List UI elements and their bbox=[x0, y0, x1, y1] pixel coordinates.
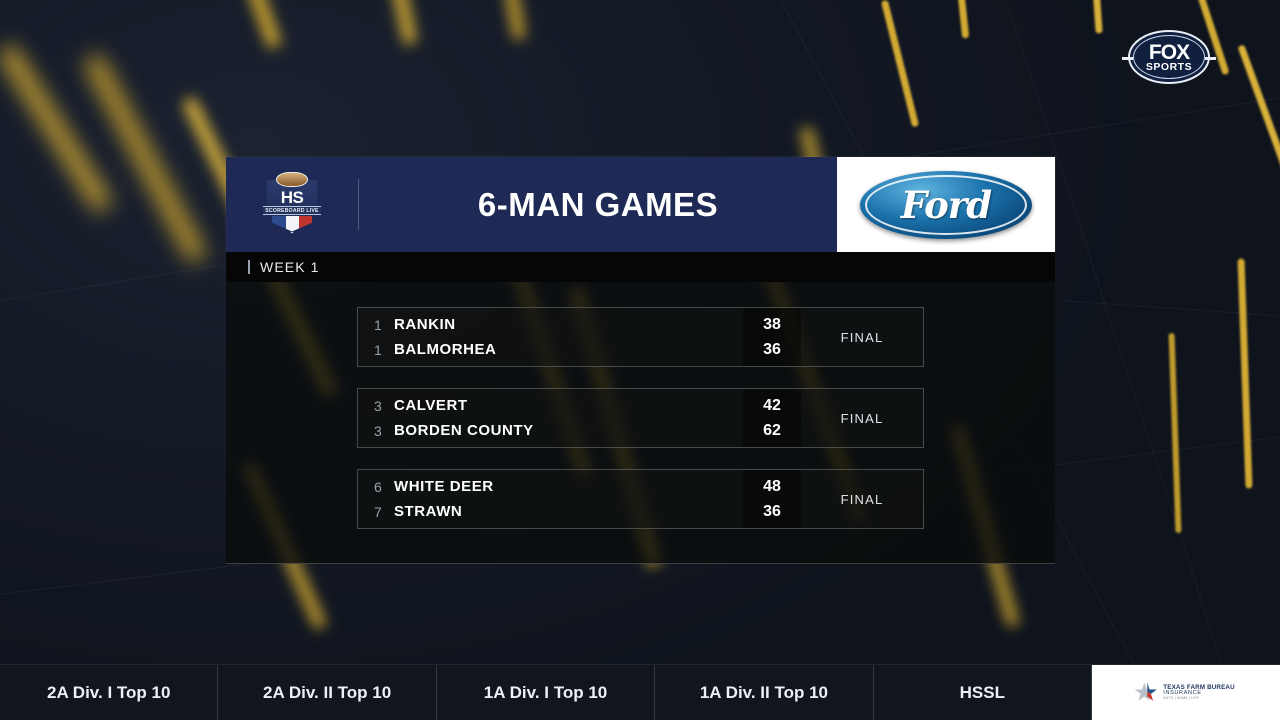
scoreboard-card: HS SCOREBOARD LIVE 6-MAN GAMES Ford WEEK… bbox=[226, 157, 1055, 564]
tab-1a-div-i-top-10[interactable]: 1A Div. I Top 10 bbox=[437, 665, 656, 720]
fox-line-1: FOX bbox=[1148, 40, 1190, 64]
game-status: FINAL bbox=[801, 470, 923, 528]
team-row-away: 3 CALVERT bbox=[374, 396, 743, 416]
crest-icon: HS SCOREBOARD LIVE bbox=[254, 171, 330, 238]
texas-farm-bureau-logo: TEXAS FARM BUREAU INSURANCE AUTO | HOME … bbox=[1134, 682, 1235, 703]
hs-scoreboard-live-logo: HS SCOREBOARD LIVE bbox=[226, 157, 358, 252]
tab-label: 2A Div. II Top 10 bbox=[263, 682, 392, 702]
sponsor-line-2: INSURANCE bbox=[1163, 690, 1202, 697]
team-name: STRAWN bbox=[394, 503, 463, 520]
light-streak bbox=[362, 0, 418, 46]
week-accent-tick bbox=[248, 260, 250, 274]
game-row[interactable]: 3 CALVERT 3 BORDEN COUNTY 42 62 FINAL bbox=[357, 388, 924, 448]
team-score: 36 bbox=[763, 502, 781, 520]
light-streak bbox=[880, 0, 920, 128]
light-streak bbox=[1087, 0, 1103, 34]
team-score: 62 bbox=[763, 421, 781, 439]
game-status: FINAL bbox=[801, 389, 923, 447]
week-bar: WEEK 1 bbox=[226, 252, 1055, 282]
crest-initials: HS bbox=[280, 187, 304, 207]
fox-bar-right bbox=[1205, 57, 1216, 60]
sponsor-wordmark: TEXAS FARM BUREAU INSURANCE AUTO | HOME … bbox=[1163, 683, 1235, 701]
light-streak bbox=[217, 0, 283, 50]
team-rank: 3 bbox=[374, 397, 382, 414]
fox-bar-left bbox=[1122, 57, 1133, 60]
game-scores: 38 36 bbox=[743, 308, 801, 366]
team-rank: 1 bbox=[374, 316, 382, 333]
light-streak bbox=[83, 52, 207, 265]
tab-label: 1A Div. I Top 10 bbox=[483, 682, 608, 702]
team-row-away: 1 RANKIN bbox=[374, 315, 743, 335]
texas-flag-icon bbox=[272, 215, 312, 232]
team-rank: 1 bbox=[374, 341, 382, 358]
team-score: 36 bbox=[763, 340, 781, 358]
page-title-text: 6-MAN GAMES bbox=[477, 185, 719, 223]
game-status: FINAL bbox=[801, 308, 923, 366]
game-status-text: FINAL bbox=[840, 410, 884, 426]
team-rank: 7 bbox=[374, 503, 382, 520]
team-score: 38 bbox=[763, 315, 781, 333]
game-status-text: FINAL bbox=[840, 491, 884, 507]
team-score: 48 bbox=[763, 477, 781, 495]
texas-farm-bureau-sponsor: TEXAS FARM BUREAU INSURANCE AUTO | HOME … bbox=[1092, 665, 1280, 720]
team-name: WHITE DEER bbox=[394, 478, 494, 495]
fox-line-2: SPORTS bbox=[1145, 60, 1193, 73]
header-divider bbox=[358, 179, 359, 230]
panel-seam bbox=[1059, 300, 1280, 329]
bottom-tab-bar: 2A Div. I Top 10 2A Div. II Top 10 1A Di… bbox=[0, 664, 1280, 720]
light-streak bbox=[484, 0, 526, 41]
light-streak bbox=[950, 0, 970, 39]
sponsor-line-1: TEXAS FARM BUREAU bbox=[1163, 683, 1235, 691]
team-name: CALVERT bbox=[394, 397, 468, 414]
game-scores: 42 62 bbox=[743, 389, 801, 447]
fox-oval-inner bbox=[1133, 35, 1205, 79]
game-teams: 1 RANKIN 1 BALMORHEA bbox=[358, 308, 743, 366]
ford-sponsor-logo: Ford bbox=[837, 157, 1055, 252]
tab-label: 2A Div. I Top 10 bbox=[46, 682, 171, 702]
game-teams: 6 WHITE DEER 7 STRAWN bbox=[358, 470, 743, 528]
ford-oval-icon: Ford bbox=[860, 170, 1032, 239]
fox-sports-logo: FOX SPORTS bbox=[1122, 30, 1216, 84]
team-row-home: 7 STRAWN bbox=[374, 502, 743, 522]
team-row-home: 1 BALMORHEA bbox=[374, 340, 743, 360]
fox-wordmark: FOX SPORTS bbox=[1146, 42, 1192, 73]
light-streak bbox=[1237, 44, 1280, 263]
game-scores: 48 36 bbox=[743, 470, 801, 528]
page-title: 6-MAN GAMES bbox=[359, 157, 837, 252]
team-name: BORDEN COUNTY bbox=[394, 422, 534, 439]
game-teams: 3 CALVERT 3 BORDEN COUNTY bbox=[358, 389, 743, 447]
tab-label: 1A Div. II Top 10 bbox=[699, 682, 828, 702]
game-row[interactable]: 6 WHITE DEER 7 STRAWN 48 36 FINAL bbox=[357, 469, 924, 529]
football-icon bbox=[276, 171, 308, 187]
tab-2a-div-i-top-10[interactable]: 2A Div. I Top 10 bbox=[0, 665, 219, 720]
tab-hssl[interactable]: HSSL bbox=[874, 665, 1093, 720]
ford-wordmark: Ford bbox=[900, 182, 992, 227]
tab-label: HSSL bbox=[959, 682, 1005, 702]
tab-1a-div-ii-top-10[interactable]: 1A Div. II Top 10 bbox=[655, 665, 874, 720]
team-rank: 3 bbox=[374, 422, 382, 439]
star-icon bbox=[1134, 682, 1157, 703]
team-row-home: 3 BORDEN COUNTY bbox=[374, 421, 743, 441]
games-list: 1 RANKIN 1 BALMORHEA 38 36 FINAL 3 CA bbox=[226, 282, 1055, 564]
scoreboard-header: HS SCOREBOARD LIVE 6-MAN GAMES Ford bbox=[226, 157, 1055, 252]
team-row-away: 6 WHITE DEER bbox=[374, 477, 743, 497]
team-rank: 6 bbox=[374, 478, 382, 495]
tab-2a-div-ii-top-10[interactable]: 2A Div. II Top 10 bbox=[218, 665, 437, 720]
light-streak bbox=[1237, 258, 1253, 489]
sponsor-line-3: AUTO | HOME | LIFE bbox=[1163, 695, 1200, 700]
game-status-text: FINAL bbox=[840, 329, 884, 345]
team-name: RANKIN bbox=[394, 316, 456, 333]
game-row[interactable]: 1 RANKIN 1 BALMORHEA 38 36 FINAL bbox=[357, 307, 924, 367]
team-name: BALMORHEA bbox=[394, 341, 497, 358]
week-label: WEEK 1 bbox=[260, 259, 320, 275]
crest-band-label: SCOREBOARD LIVE bbox=[263, 205, 321, 215]
team-score: 42 bbox=[763, 396, 781, 414]
ford-oval-inner bbox=[865, 174, 1027, 235]
